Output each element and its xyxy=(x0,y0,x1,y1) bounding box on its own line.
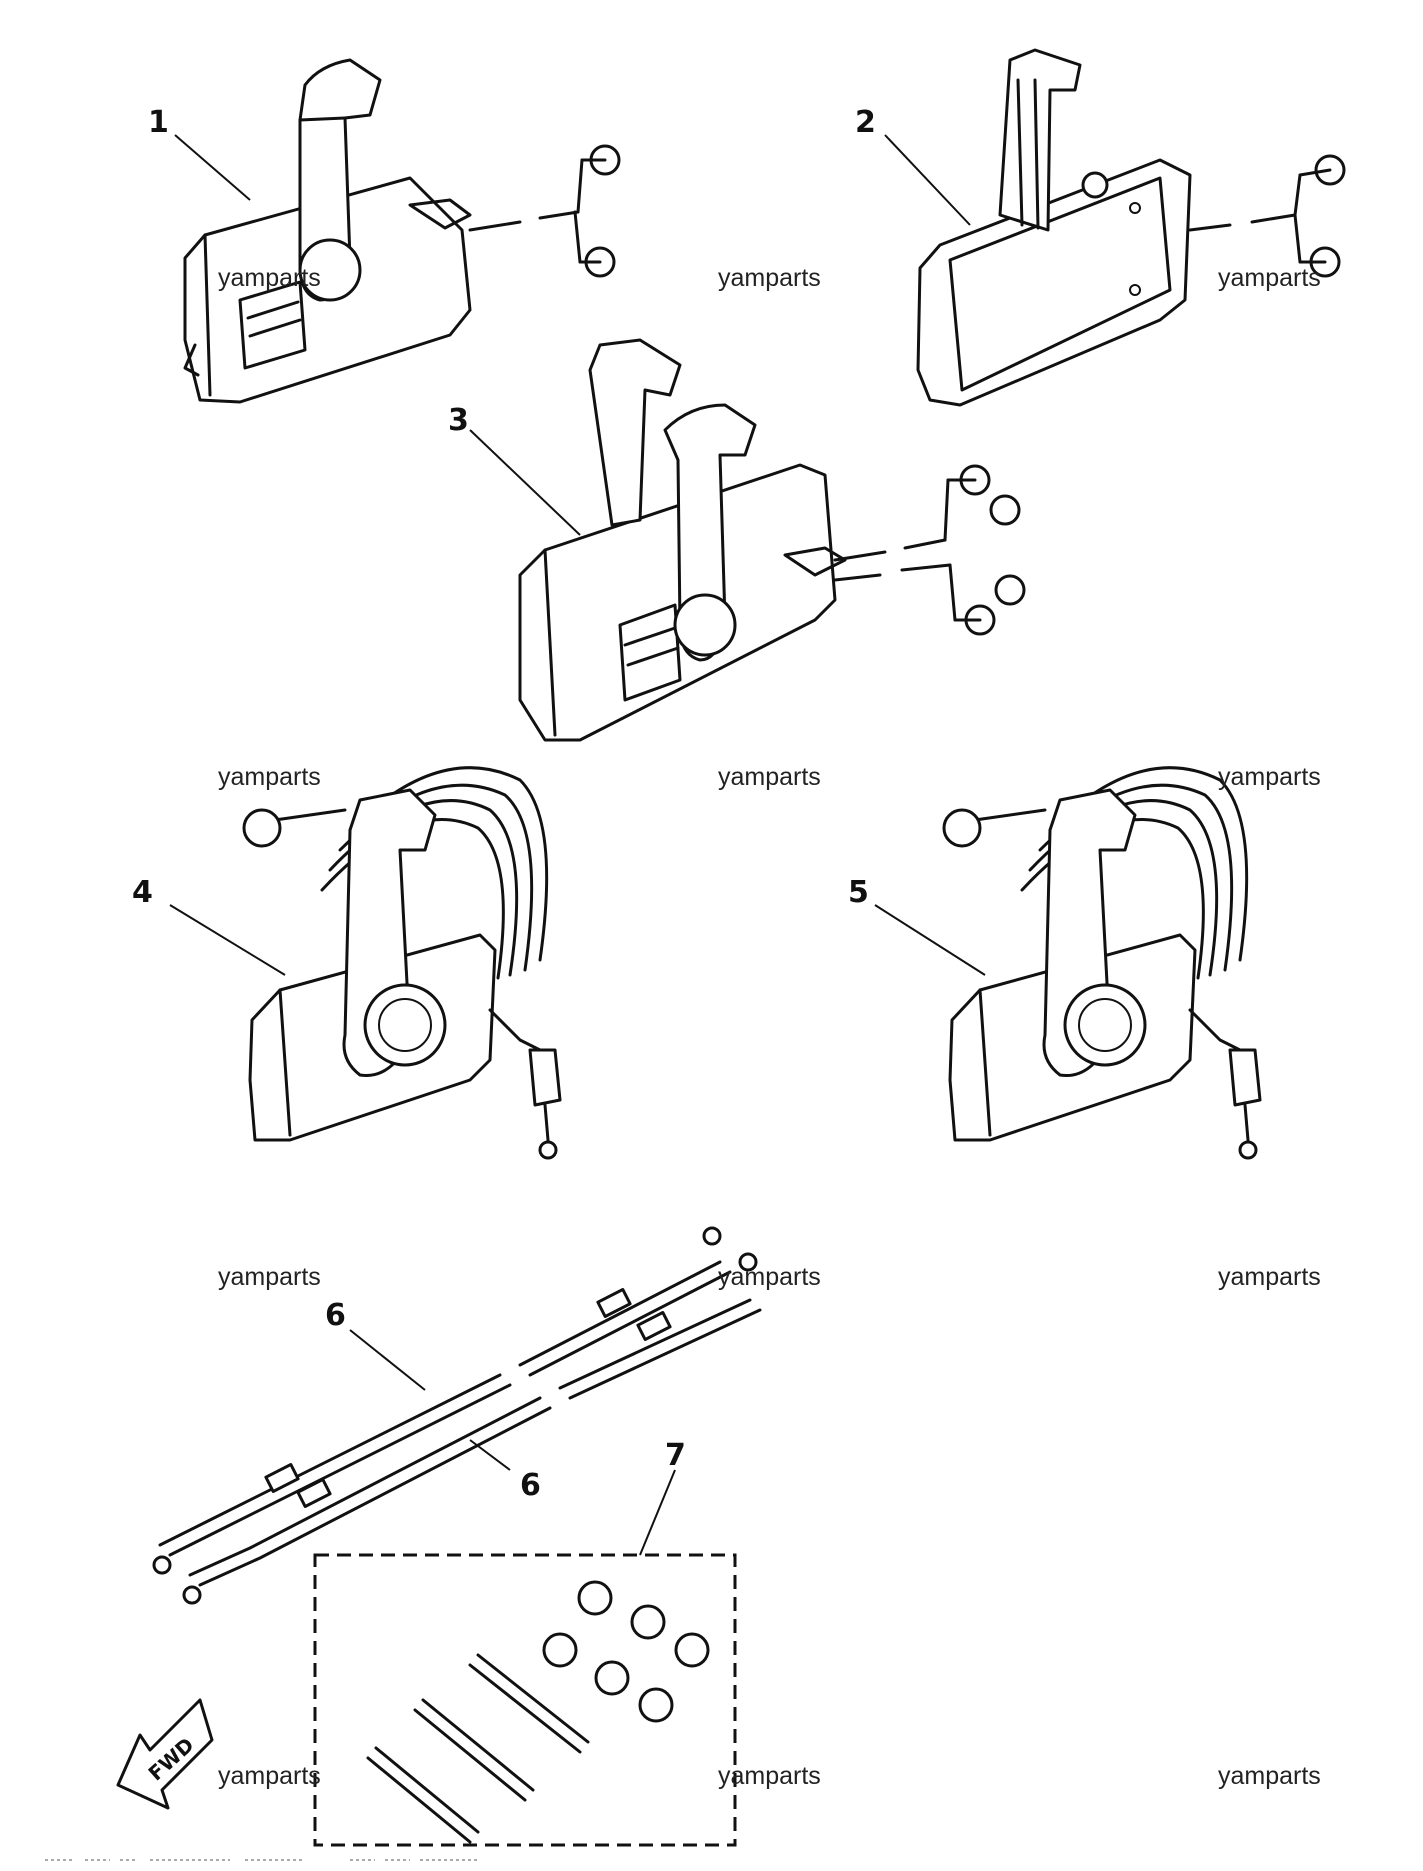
watermark-1: yamparts xyxy=(218,264,321,292)
callout-5: 5 xyxy=(848,875,869,910)
watermark-4: yamparts xyxy=(218,763,321,791)
callout-3: 3 xyxy=(448,403,469,438)
watermark-7: yamparts xyxy=(218,1263,321,1291)
callout-1: 1 xyxy=(148,105,169,140)
leader-lines xyxy=(169,134,986,1556)
callout-4: 4 xyxy=(132,875,153,910)
watermark-2: yamparts xyxy=(718,264,821,292)
watermark-11: yamparts xyxy=(718,1762,821,1790)
watermark-3: yamparts xyxy=(1218,264,1321,292)
part-5-remote-control xyxy=(942,766,1262,1160)
watermark-10: yamparts xyxy=(218,1762,321,1790)
watermark-5: yamparts xyxy=(718,763,821,791)
part-6-cables xyxy=(152,1226,762,1605)
part-3-control-box xyxy=(518,338,1026,742)
watermark-8: yamparts xyxy=(718,1263,821,1291)
callout-6b: 6 xyxy=(520,1468,541,1503)
part-7-fitting-kit xyxy=(313,1553,737,1847)
callout-2: 2 xyxy=(855,105,876,140)
callout-7: 7 xyxy=(665,1438,686,1473)
part-4-remote-control xyxy=(242,766,562,1160)
watermarks: yamparts yamparts yamparts yamparts yamp… xyxy=(218,264,1321,1790)
fwd-arrow-icon: FWD xyxy=(116,1698,214,1810)
watermark-6: yamparts xyxy=(1218,763,1321,791)
callout-6a: 6 xyxy=(325,1298,346,1333)
part-2-control-box xyxy=(916,48,1346,407)
watermark-12: yamparts xyxy=(1218,1762,1321,1790)
part-1-control-box xyxy=(183,58,621,404)
watermark-9: yamparts xyxy=(1218,1263,1321,1291)
